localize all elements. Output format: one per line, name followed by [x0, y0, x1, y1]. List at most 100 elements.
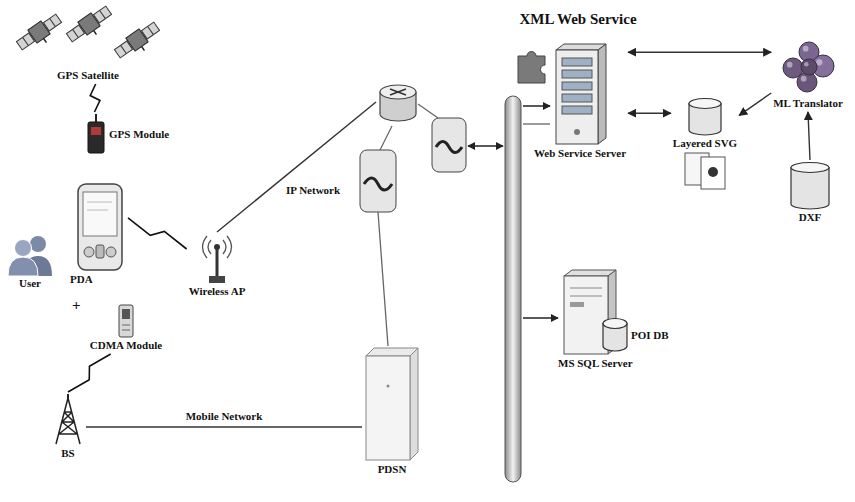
pda-button: [106, 247, 116, 257]
pda-screen: [87, 210, 108, 211]
gpsmod-icon: [86, 114, 106, 154]
wireless-link: [90, 84, 100, 112]
satellite-icon: [113, 20, 164, 65]
pdsn-box: [366, 356, 410, 460]
connector: [628, 52, 771, 53]
satellite-body: [78, 13, 100, 35]
ml-icon: [779, 38, 837, 96]
connector: [808, 112, 810, 160]
router-node: IP Network: [376, 78, 420, 126]
translator-icon: [801, 59, 817, 75]
cdma-module-chip: [122, 309, 130, 319]
network-wire: [378, 212, 388, 346]
connector: [739, 93, 771, 115]
firewall-body: [432, 118, 466, 172]
wireless-link: [68, 354, 111, 392]
cell-tower: [67, 394, 69, 400]
node-label: PDA: [70, 273, 93, 286]
radio-wave: [223, 240, 226, 254]
gps-module-body: [88, 122, 104, 153]
document-icon: [677, 151, 733, 191]
cdma-icon: [117, 304, 135, 338]
radio-wave: [202, 236, 207, 258]
router-icon: [380, 85, 416, 99]
database-cylinder: [603, 319, 627, 329]
server-box: [574, 129, 580, 135]
gps-module-light: [91, 127, 101, 135]
server-slot: [570, 302, 584, 307]
user-icon: [7, 234, 53, 276]
node-label: POI DB: [631, 329, 669, 342]
user-icon: [30, 236, 46, 252]
edge-label: Mobile Network: [184, 410, 265, 423]
database-node: Layered SVG: [671, 96, 739, 193]
pda-icon: [74, 182, 126, 272]
firewall-mark: [436, 142, 462, 153]
node-label: BS: [61, 447, 74, 460]
satellite-icon: [15, 12, 66, 57]
server-slot: [570, 296, 602, 297]
firewall-icon: [432, 118, 466, 172]
database-node: DXF: [788, 160, 832, 226]
node-label: Web Service Server: [534, 147, 626, 160]
network-wire: [418, 104, 438, 118]
cdma-module-node: CDMA Module: [88, 302, 164, 354]
firewall-mark: [364, 178, 392, 190]
node-label: CDMA Module: [90, 339, 162, 352]
database-cylinder: [791, 163, 829, 173]
translator-icon: [804, 62, 809, 67]
solar-panel: [148, 26, 154, 34]
radio-wave: [227, 236, 232, 258]
node-label: GPS Module: [109, 128, 169, 141]
solar-panel: [23, 37, 29, 45]
pda-node: PDA: [68, 180, 128, 288]
server-slot: [562, 58, 592, 66]
network-wire: [380, 126, 392, 150]
node-label: IP Network: [286, 184, 340, 197]
user-icon: [15, 240, 32, 257]
solar-panel: [100, 10, 106, 18]
server-slot: [562, 106, 592, 114]
cyl-icon: [790, 162, 830, 210]
server-slot: [562, 82, 592, 90]
database-node: POI DB: [600, 316, 671, 354]
cyl-icon: [602, 318, 628, 352]
user-node: User: [5, 232, 55, 292]
ap-icon: [200, 234, 234, 284]
antenna-base: [209, 276, 225, 283]
firewall-body: [360, 150, 396, 212]
server-box: [556, 50, 598, 144]
pda-screen: [83, 192, 117, 236]
network-wire: [523, 123, 550, 124]
svg-document: [701, 157, 725, 189]
solar-panel: [73, 29, 79, 37]
satellite-body: [126, 29, 148, 51]
gps-module-node: GPS Module: [84, 112, 171, 156]
router-icon: [378, 80, 418, 124]
cdma-module-body: [122, 325, 130, 326]
router-icon: [390, 89, 406, 95]
database-cylinder: [689, 99, 721, 109]
node-label: User: [19, 277, 41, 290]
pdsn-box: [387, 385, 390, 388]
node-label: GPS Satellite: [57, 69, 119, 82]
pda-body: [78, 184, 122, 270]
pdsn-node: PDSN: [362, 344, 422, 478]
connector: [628, 112, 671, 113]
server-box: [598, 44, 606, 144]
connector: [217, 102, 376, 232]
pda-button: [84, 247, 94, 257]
pdsn-box: [410, 348, 418, 460]
pdsn-icon: [364, 346, 420, 462]
section-heading: XML Web Service: [519, 10, 636, 28]
tower-icon: [52, 394, 84, 446]
server-icon: [552, 42, 608, 146]
antenna-tip: [214, 244, 220, 250]
node-label: DXF: [799, 211, 822, 224]
cyl-icon: [688, 98, 722, 136]
database-cylinder: [791, 167, 829, 209]
solar-panel: [121, 45, 127, 53]
satellite-dish: [94, 31, 97, 35]
satellite-body: [28, 21, 50, 43]
pdsn-box: [366, 348, 418, 356]
